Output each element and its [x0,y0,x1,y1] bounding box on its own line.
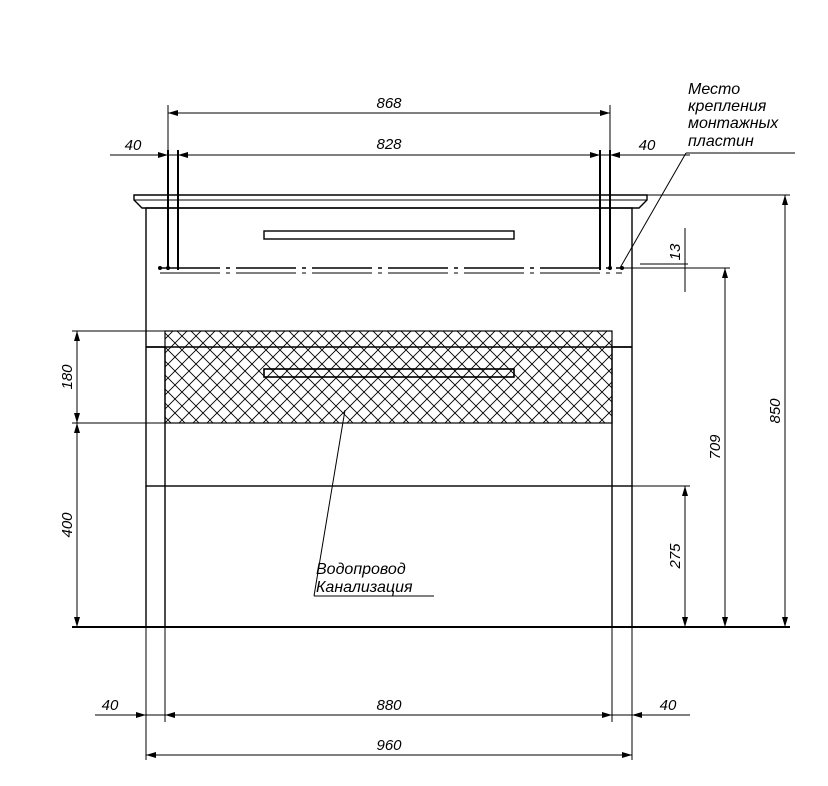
utility-note-line2: Канализация [316,579,413,596]
dim-868: 868 [376,95,402,112]
utility-note-line1: Водопровод [316,561,406,578]
mount-note-line1: Место [688,81,740,98]
dim-828: 828 [376,136,402,153]
dim-top-right-40: 40 [639,137,656,154]
right-dimensions: 275 709 850 [632,194,790,627]
dim-275: 275 [667,543,684,570]
mount-note-line3: монтажных [688,115,779,132]
dim-13: 13 [667,243,684,260]
mount-note: Место крепления монтажных пластин [619,81,795,269]
mount-note-line4: пластин [688,133,754,150]
dim-709: 709 [707,434,724,460]
top-dimensions: 868 828 40 40 13 [110,95,690,292]
countertop [133,194,648,209]
dim-850: 850 [767,398,784,424]
upper-drawer-handle [263,230,515,240]
mounting-plate-line [158,150,624,274]
mount-note-line2: крепления [688,98,767,115]
dim-880: 880 [376,697,402,714]
dim-180: 180 [59,364,76,390]
left-dimensions: 180 400 [59,330,165,627]
dim-top-left-40: 40 [125,137,142,154]
dim-960: 960 [376,737,402,754]
utility-zone [146,330,632,424]
dim-400: 400 [59,512,76,538]
dim-bottom-right-40: 40 [660,697,677,714]
bottom-dimensions: 880 40 40 960 [95,628,690,760]
utility-note: Водопровод Канализация [313,409,434,597]
dim-bottom-left-40: 40 [102,697,119,714]
